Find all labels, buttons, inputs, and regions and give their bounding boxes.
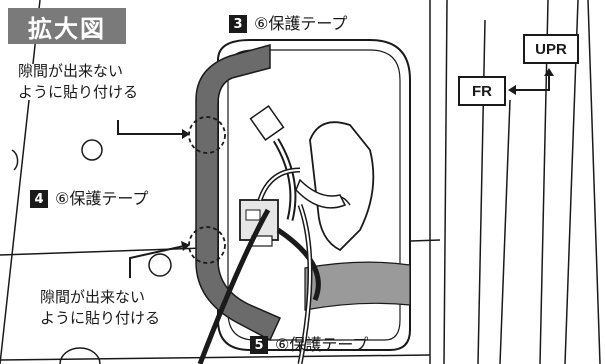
leader-arrow-lower xyxy=(129,241,190,278)
direction-arrows xyxy=(511,74,550,91)
note-upper-line1: 隙間が出来ない xyxy=(18,62,124,80)
page-title: 拡大図 xyxy=(28,14,106,43)
hole-circle xyxy=(148,253,172,277)
hole-circle xyxy=(59,347,101,364)
note-lower: 隙間が出来ない ように貼り付ける xyxy=(40,288,161,327)
gap-marker-upper xyxy=(188,116,226,154)
note-upper-line2: ように貼り付ける xyxy=(18,83,139,101)
leader-arrow-upper xyxy=(117,120,190,139)
hole-circle xyxy=(81,139,103,161)
note-lower-line2: ように貼り付ける xyxy=(40,309,161,327)
direction-fr-label: FR xyxy=(458,76,506,106)
callout-5-number: 5 xyxy=(250,336,268,354)
callout-4-text: ⑥保護テープ xyxy=(55,189,149,208)
title-tab: 拡大図 xyxy=(8,8,126,44)
protective-tape xyxy=(195,44,281,342)
direction-upr-label: UPR xyxy=(523,34,579,64)
note-lower-line1: 隙間が出来ない xyxy=(40,288,146,306)
callout-3-number: 3 xyxy=(229,15,247,33)
note-upper: 隙間が出来ない ように貼り付ける xyxy=(18,62,139,101)
callout-3-text: ⑥保護テープ xyxy=(254,14,348,33)
callout-5-text: ⑥保護テープ xyxy=(275,335,369,354)
callout-4-number: 4 xyxy=(30,190,48,208)
